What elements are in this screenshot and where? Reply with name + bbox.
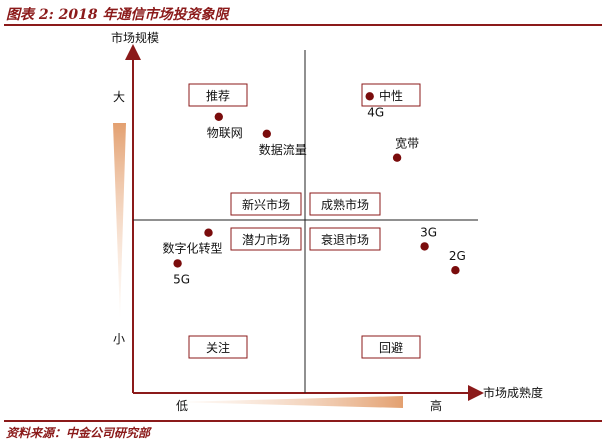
data-point — [451, 266, 460, 275]
x-tick-high: 高 — [430, 398, 442, 413]
center-label-bottom-right-text: 衰退市场 — [321, 232, 369, 247]
quadrant-label-bottom-right-text: 回避 — [379, 341, 403, 355]
data-point-label: 物联网 — [207, 126, 243, 140]
center-label-top-left-text: 新兴市场 — [242, 197, 290, 212]
y-axis-title: 市场规模 — [111, 30, 159, 45]
data-point-label: 5G — [173, 272, 190, 286]
quadrant-label-bottom-left: 关注 — [188, 335, 248, 359]
data-point-label: 2G — [449, 249, 466, 263]
data-point-label: 3G — [420, 225, 437, 239]
data-point — [262, 129, 271, 138]
quadrant-label-bottom-left-text: 关注 — [206, 340, 230, 355]
data-point — [420, 242, 429, 251]
data-point — [214, 112, 223, 122]
center-label-top-left: 新兴市场 — [230, 192, 302, 216]
quadrant-label-top-right: 中性 — [361, 83, 421, 107]
source-divider — [4, 420, 602, 422]
x-axis-title: 市场成熟度 — [483, 385, 543, 400]
center-label-top-right-text: 成熟市场 — [321, 197, 369, 212]
quadrant-label-top-left-text: 推荐 — [206, 89, 230, 103]
center-label-bottom-left-text: 潜力市场 — [242, 232, 290, 247]
data-point-label: 数据流量 — [259, 142, 307, 157]
center-label-top-right: 成熟市场 — [309, 192, 381, 216]
data-point-label: 宽带 — [395, 136, 419, 151]
title-divider — [4, 24, 602, 26]
x-tick-low: 低 — [176, 399, 188, 413]
y-gradient-wedge — [113, 123, 126, 318]
data-point — [392, 153, 402, 162]
y-tick-high: 大 — [113, 90, 125, 104]
figure-title: 图表 2: 2018 年通信市场投资象限 — [6, 7, 229, 23]
data-point-label: 数字化转型 — [162, 241, 222, 256]
center-label-bottom-left: 潜力市场 — [230, 227, 302, 251]
data-point-label: 4G — [367, 105, 384, 119]
y-tick-low: 小 — [113, 332, 125, 346]
quadrant-label-top-right-text: 中性 — [379, 88, 403, 103]
x-gradient-wedge — [175, 396, 403, 408]
quadrant-label-bottom-right: 回避 — [361, 335, 421, 359]
center-label-bottom-right: 衰退市场 — [309, 227, 381, 251]
source-note: 资料来源：中金公司研究部 — [6, 426, 151, 440]
data-point — [365, 92, 374, 101]
quadrant-label-top-left: 推荐 — [188, 83, 248, 107]
data-point — [204, 228, 213, 237]
data-point — [173, 259, 182, 268]
